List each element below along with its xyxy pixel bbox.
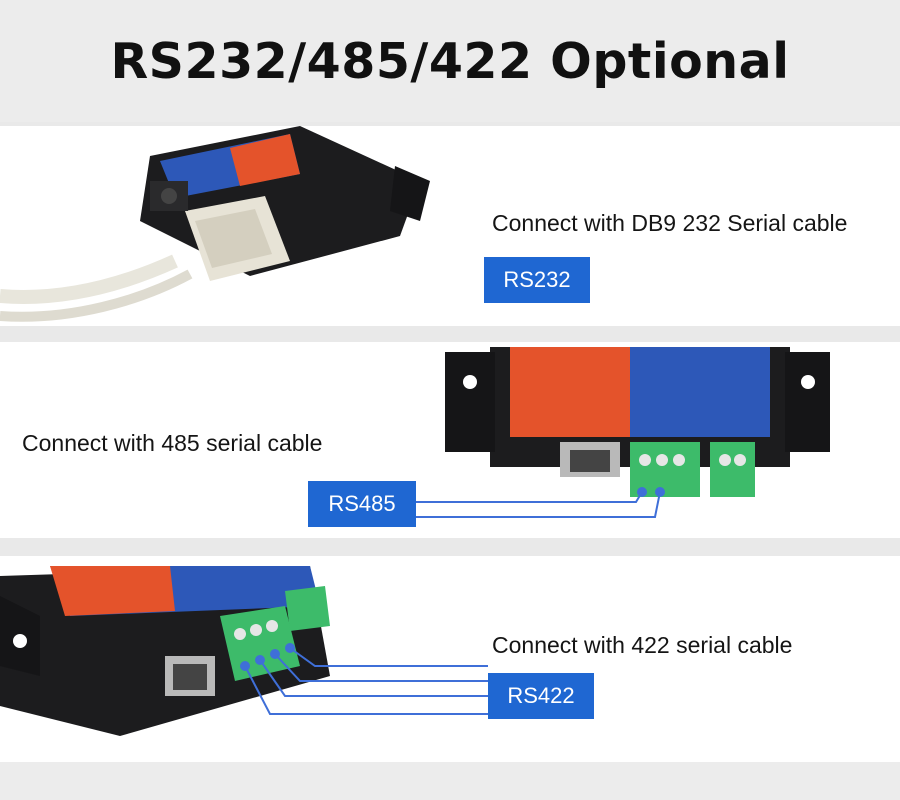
section-rs422: Connect with 422 serial cable RS422 [0,556,900,762]
page-title: RS232/485/422 Optional [0,0,900,122]
rs422-caption: Connect with 422 serial cable [492,632,793,658]
rs485-device-photo [410,342,900,538]
bottom-strip [0,762,900,800]
rs232-caption: Connect with DB9 232 Serial cable [492,210,848,236]
rs232-device-photo [0,126,480,326]
rs422-device-photo [0,556,490,762]
section-rs232: Connect with DB9 232 Serial cable RS232 [0,126,900,326]
rs422-badge: RS422 [488,673,594,719]
rs232-badge: RS232 [484,257,590,303]
section-rs485: Connect with 485 serial cable RS485 [0,342,900,538]
rs485-caption: Connect with 485 serial cable [22,430,323,456]
rs485-badge: RS485 [308,481,416,527]
rs422-wires [244,647,488,715]
rs485-wires [416,491,661,518]
